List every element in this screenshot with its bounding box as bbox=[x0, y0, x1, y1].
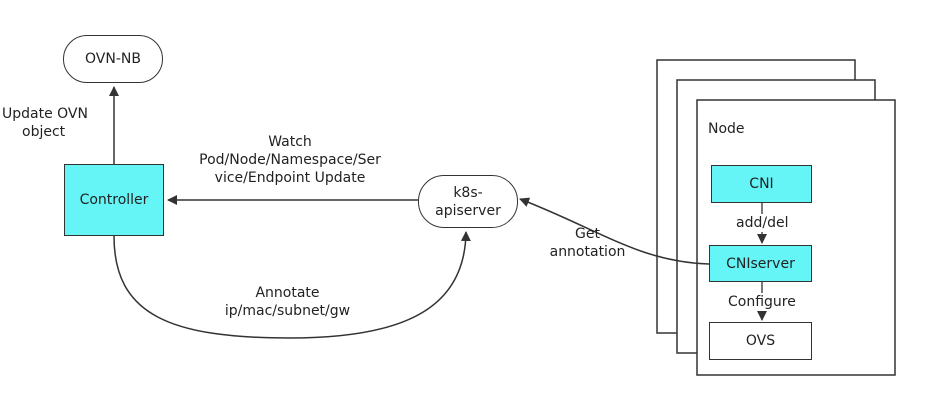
ovs-label: OVS bbox=[745, 333, 776, 349]
watch-label: Watch Pod/Node/Namespace/Ser vice/Endpoi… bbox=[190, 133, 390, 187]
update-ovn-label: Update OVN object bbox=[2, 105, 88, 141]
arrow-cniserver-get-annotation bbox=[519, 197, 710, 265]
watch-line2: Pod/Node/Namespace/Ser bbox=[199, 152, 381, 168]
get-annotation-line2: annotation bbox=[549, 244, 626, 260]
node-title: Node bbox=[708, 121, 745, 137]
arrow-controller-annotate-apiserver bbox=[113, 231, 471, 339]
update-ovn-line1: Update OVN bbox=[2, 106, 88, 122]
controller-label: Controller bbox=[79, 192, 149, 208]
cniserver-label: CNIserver bbox=[726, 255, 795, 272]
cni-label: CNI bbox=[749, 176, 774, 192]
cniserver-node: CNIserver bbox=[709, 245, 812, 282]
update-ovn-line2: object bbox=[22, 124, 66, 140]
watch-line1: Watch bbox=[268, 134, 312, 150]
annotate-line1: Annotate bbox=[255, 285, 320, 301]
ovn-nb-node: OVN-NB bbox=[63, 35, 163, 83]
configure-label: Configure bbox=[727, 293, 797, 311]
cni-node: CNI bbox=[711, 165, 812, 203]
apiserver-label-line1: k8s- bbox=[453, 184, 483, 201]
ovn-nb-label: OVN-NB bbox=[85, 51, 141, 67]
watch-line3: vice/Endpoint Update bbox=[214, 170, 366, 186]
apiserver-label-line2: apiserver bbox=[435, 202, 501, 219]
add-del-label: add/del bbox=[735, 214, 790, 232]
annotate-label: Annotate ip/mac/subnet/gw bbox=[205, 284, 370, 320]
apiserver-node: k8s- apiserver bbox=[418, 175, 518, 228]
get-annotation-label: Get annotation bbox=[540, 225, 635, 261]
controller-node: Controller bbox=[64, 164, 164, 236]
get-annotation-line1: Get bbox=[575, 226, 600, 242]
ovs-node: OVS bbox=[709, 322, 812, 360]
annotate-line2: ip/mac/subnet/gw bbox=[224, 303, 351, 319]
